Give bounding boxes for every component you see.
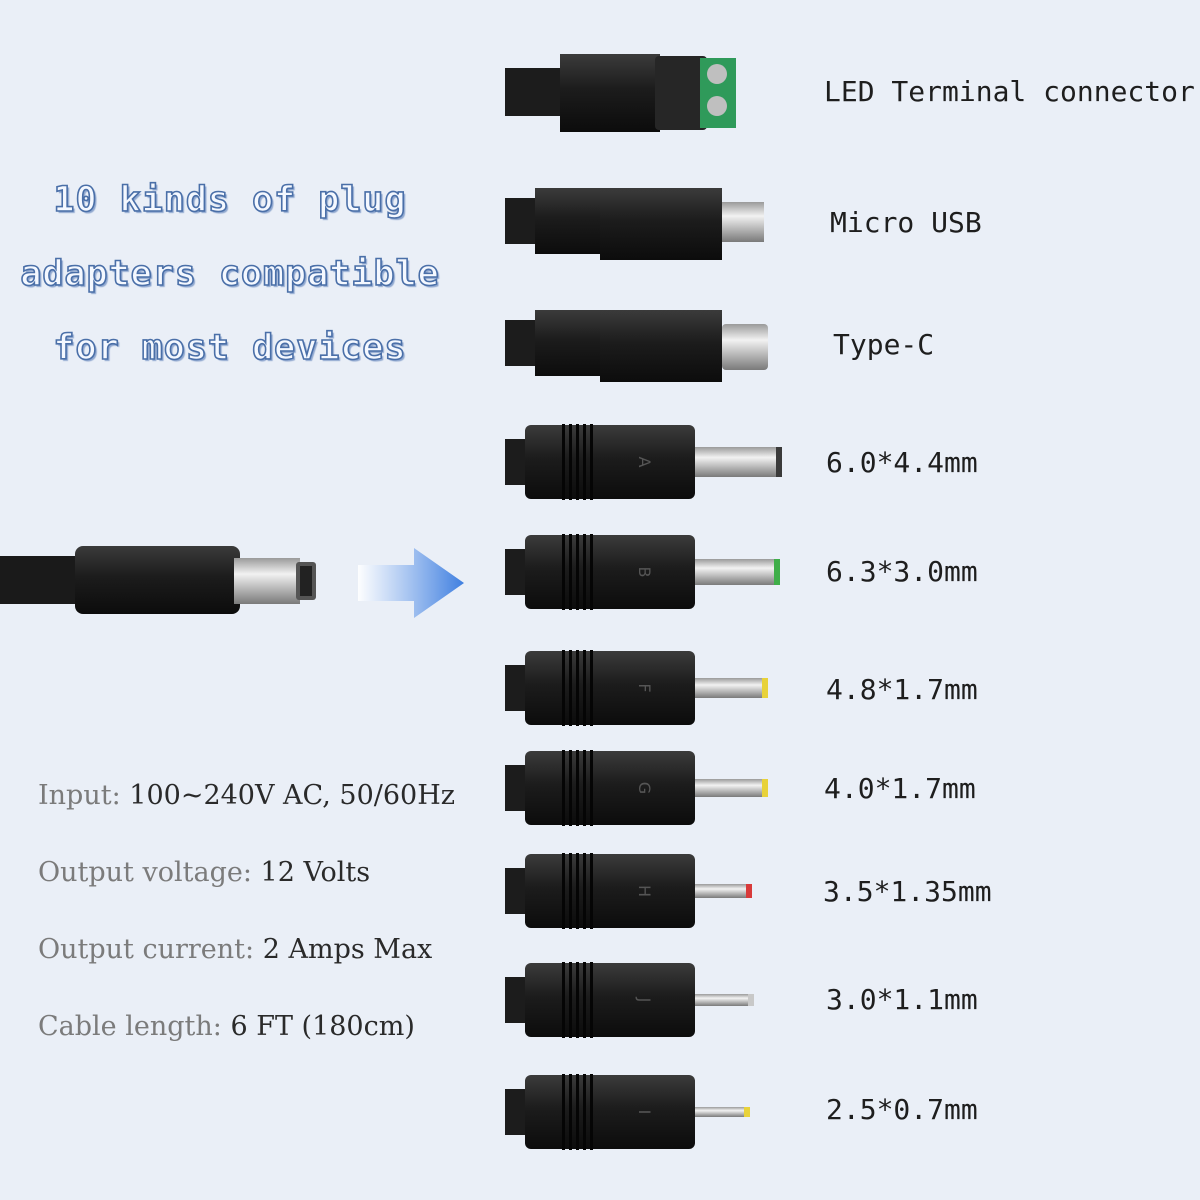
barrel-adapter-image: I [505, 1074, 750, 1150]
micro-usb-image [505, 188, 764, 260]
spec-key: Cable length: [38, 1011, 222, 1042]
plug-label-4-0: 4.0*1.7mm [824, 772, 976, 805]
adapter-letter: J [635, 997, 654, 1003]
spec-value: 6 FT (180cm) [230, 1011, 415, 1042]
plug-label-3-0: 3.0*1.1mm [826, 983, 978, 1016]
dc-plug-cable [0, 546, 316, 614]
plug-label-led-terminal: LED Terminal connector [824, 75, 1195, 108]
headline-line-2: adapters compatible [20, 253, 440, 295]
spec-cable-length: Cable length: 6 FT (180cm) [38, 1011, 415, 1042]
spec-key: Input: [38, 780, 121, 811]
spec-output-voltage: Output voltage: 12 Volts [38, 857, 370, 888]
barrel-adapter-image: A [505, 424, 782, 500]
spec-value: 2 Amps Max [262, 934, 433, 965]
adapter-letter: H [635, 885, 654, 897]
adapter-letter: I [635, 1110, 654, 1115]
plug-label-4-8: 4.8*1.7mm [826, 673, 978, 706]
terminal-connector-image [505, 54, 736, 132]
plug-label-3-5: 3.5*1.35mm [823, 875, 992, 908]
spec-key: Output voltage: [38, 857, 252, 888]
type-c-image [505, 310, 768, 382]
adapter-letter: G [635, 782, 654, 794]
barrel-adapter-image: J [505, 962, 754, 1038]
spec-value: 100~240V AC, 50/60Hz [129, 780, 455, 811]
adapter-letter: B [635, 567, 654, 578]
plug-label-6-3: 6.3*3.0mm [826, 555, 978, 588]
plug-label-6-0: 6.0*4.4mm [826, 446, 978, 479]
adapter-letter: A [635, 457, 654, 468]
headline-line-3: for most devices [53, 327, 407, 369]
spec-output-current: Output current: 2 Amps Max [38, 934, 432, 965]
barrel-adapter-image: G [505, 750, 768, 826]
spec-key: Output current: [38, 934, 255, 965]
spec-value: 12 Volts [260, 857, 371, 888]
plug-label-micro-usb: Micro USB [830, 206, 982, 239]
barrel-adapter-image: F [505, 650, 768, 726]
barrel-adapter-image: B [505, 534, 780, 610]
barrel-adapter-image: H [505, 853, 752, 929]
plug-label-type-c: Type-C [833, 328, 935, 361]
headline-line-1: 10 kinds of plug [53, 179, 407, 221]
arrow-icon [358, 548, 464, 618]
adapter-letter: F [635, 683, 654, 692]
plug-label-2-5: 2.5*0.7mm [826, 1093, 978, 1126]
spec-input: Input: 100~240V AC, 50/60Hz [38, 780, 455, 811]
